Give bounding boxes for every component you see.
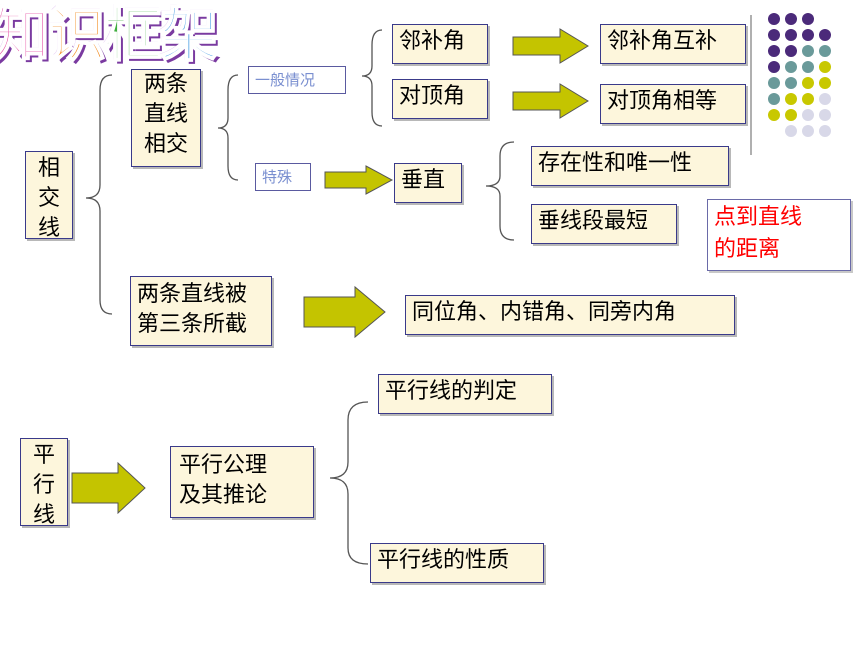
- decorative-dot: [802, 45, 814, 57]
- node-cut-by-third-line-line2: 第三条所截: [137, 312, 248, 337]
- decorative-dot: [802, 109, 814, 121]
- node-adjacent-supplementary: 邻补角: [392, 24, 488, 64]
- label-special-case: 特殊: [255, 163, 311, 191]
- node-parallel-axiom-line1: 平行公理: [179, 453, 268, 478]
- node-two-lines-intersect-line2: 直线: [143, 102, 188, 127]
- vertical-char: 行: [32, 473, 55, 498]
- page-title-char: 知: [0, 0, 51, 70]
- decorative-dot: [768, 93, 780, 105]
- page-title-char: 识: [47, 0, 107, 70]
- node-vertical-angles-property: 对顶角相等: [600, 84, 746, 124]
- decorative-dot: [768, 29, 780, 41]
- node-two-lines-intersect: 两条 直线 相交: [131, 69, 201, 167]
- decorative-dot: [802, 29, 814, 41]
- vertical-char: 线: [37, 216, 60, 241]
- vertical-char: 相: [37, 156, 60, 181]
- decorative-dot: [802, 77, 814, 89]
- node-parallel-lines-text: 平行线: [21, 441, 67, 531]
- decorative-dot: [819, 109, 831, 121]
- decorative-dot: [802, 61, 814, 73]
- decorative-dot: [802, 13, 814, 25]
- decorative-dot: [819, 93, 831, 105]
- decorative-dot: [785, 125, 797, 137]
- node-parallel-axiom: 平行公理 及其推论: [170, 446, 314, 518]
- arrow-adjacent: [512, 28, 589, 64]
- decorative-dot: [819, 45, 831, 57]
- node-existence-uniqueness: 存在性和唯一性: [531, 146, 729, 186]
- brace-parallel: [329, 401, 369, 565]
- page-title-char: 架: [159, 0, 219, 70]
- vertical-char: 线: [32, 503, 55, 528]
- page-title-text: 知识框架: [0, 0, 219, 70]
- decorative-dot: [785, 77, 797, 89]
- node-angle-types: 同位角、内错角、同旁内角: [405, 295, 735, 335]
- arrow-cut: [303, 285, 386, 339]
- node-intersecting-lines-text: 相交线: [26, 154, 72, 244]
- page-title: 知识框架: [0, 0, 219, 70]
- node-cut-by-third-line-line1: 两条直线被: [137, 282, 248, 307]
- node-vertical-angles: 对顶角: [392, 79, 488, 119]
- note-point-line-distance-line2: 的距离: [714, 237, 781, 262]
- brace-intersect: [217, 74, 239, 181]
- decorative-dot: [819, 29, 831, 41]
- vertical-char: 交: [37, 186, 60, 211]
- node-parallel-criteria: 平行线的判定: [378, 374, 552, 414]
- decorative-dot: [785, 13, 797, 25]
- node-two-lines-intersect-line1: 两条: [143, 72, 188, 97]
- vertical-char: 平: [32, 443, 55, 468]
- decorative-dot: [768, 61, 780, 73]
- decorative-dot: [768, 109, 780, 121]
- decorative-dot: [819, 125, 831, 137]
- decorative-dot: [819, 77, 831, 89]
- node-parallel-properties: 平行线的性质: [370, 543, 544, 583]
- node-perpendicular: 垂直: [394, 163, 462, 203]
- note-point-line-distance: 点到直线 的距离: [707, 199, 851, 271]
- decorative-divider: [750, 15, 752, 155]
- decorative-dot: [785, 29, 797, 41]
- decorative-dot: [785, 61, 797, 73]
- decorative-dot: [785, 109, 797, 121]
- decorative-dot: [785, 93, 797, 105]
- node-adjacent-supplementary-property: 邻补角互补: [600, 24, 746, 64]
- label-general-case: 一般情况: [248, 66, 346, 94]
- decorative-dot: [802, 93, 814, 105]
- brace-general: [361, 29, 383, 127]
- node-two-lines-intersect-line3: 相交: [143, 132, 188, 157]
- decorative-dot: [819, 61, 831, 73]
- decorative-dot: [802, 125, 814, 137]
- page-title-char: 框: [103, 0, 163, 70]
- note-point-line-distance-line1: 点到直线: [714, 205, 803, 230]
- decorative-dot: [768, 13, 780, 25]
- arrow-special: [324, 165, 394, 195]
- node-intersecting-lines: 相交线: [25, 151, 73, 241]
- node-cut-by-third-line: 两条直线被 第三条所截: [130, 276, 272, 346]
- node-parallel-axiom-line2: 及其推论: [179, 483, 268, 508]
- arrow-parallel: [71, 461, 146, 515]
- brace-main: [85, 74, 113, 315]
- node-parallel-lines: 平行线: [20, 438, 68, 528]
- brace-perpendicular: [485, 141, 515, 241]
- decorative-dot: [785, 45, 797, 57]
- decorative-dot: [768, 77, 780, 89]
- decorative-dot: [768, 45, 780, 57]
- node-shortest-perpendicular: 垂线段最短: [531, 204, 677, 244]
- arrow-vertical: [512, 83, 589, 119]
